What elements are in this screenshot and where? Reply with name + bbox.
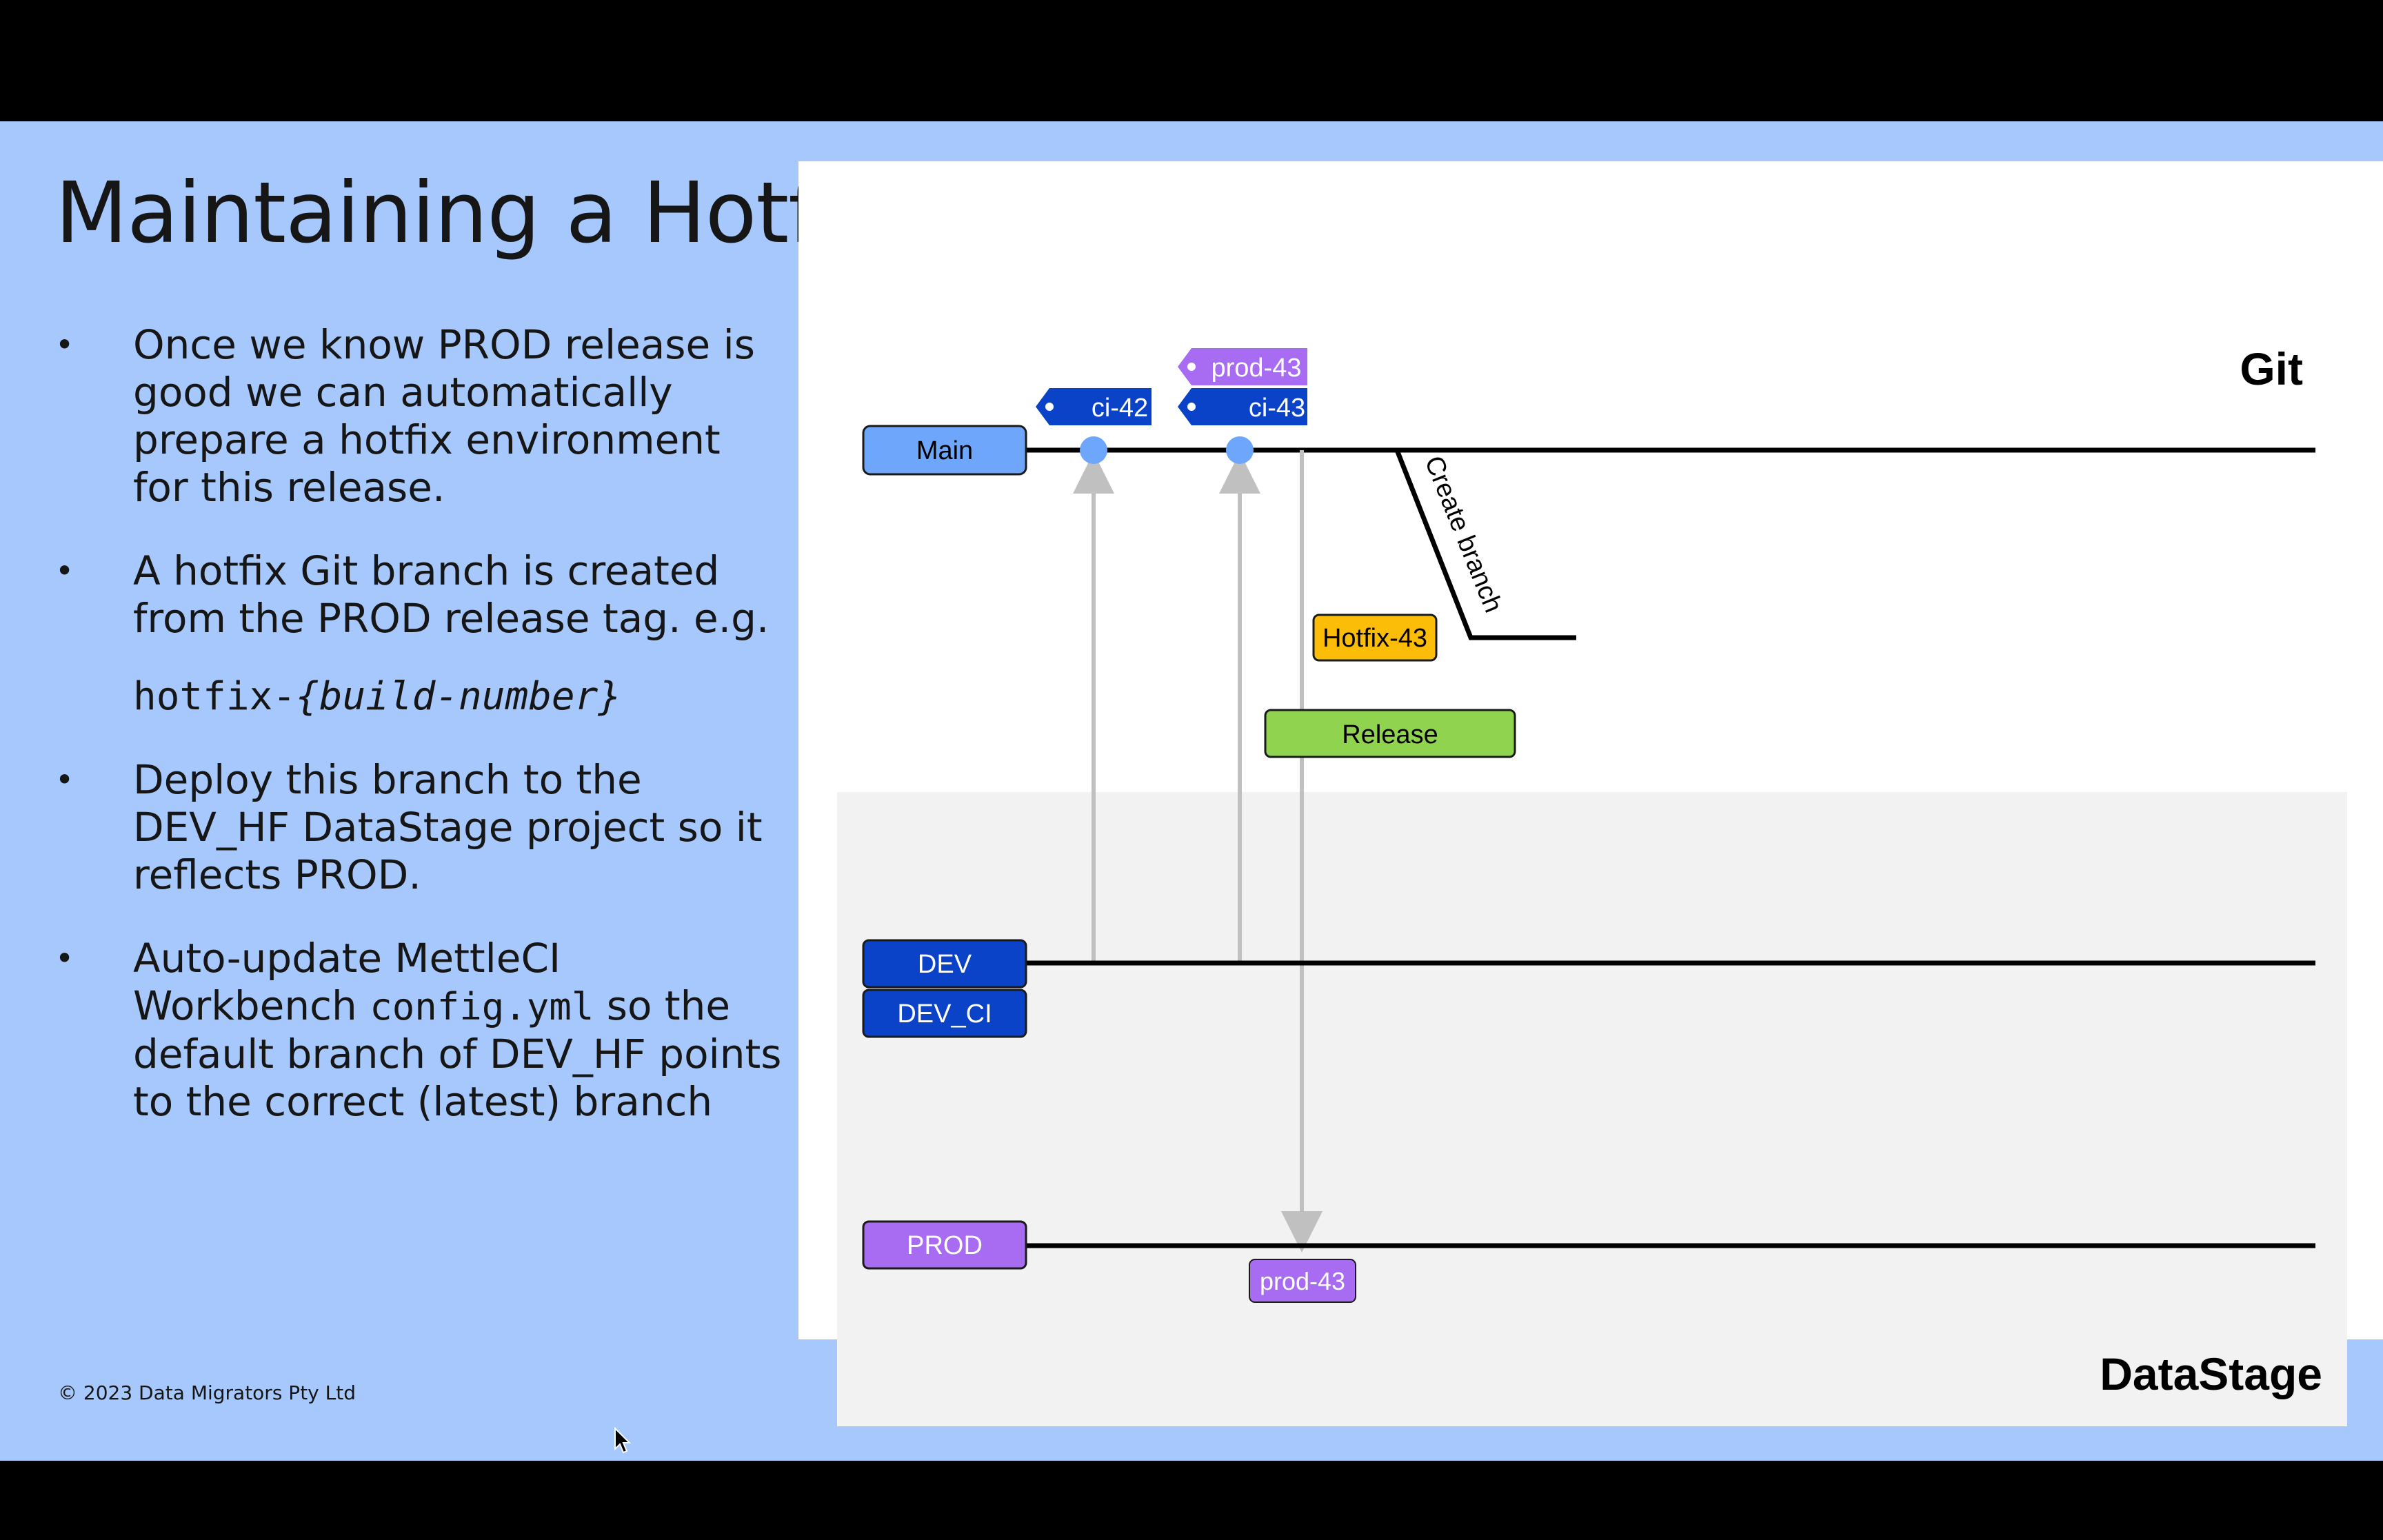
bullet-code: config.yml <box>370 985 594 1029</box>
tag-ci42 <box>1036 388 1152 425</box>
main-branch-label: Main <box>916 436 973 465</box>
tag-hole-icon <box>1187 363 1196 371</box>
release-box <box>1264 709 1516 758</box>
code-italic: {build-number} <box>296 674 622 719</box>
datastage-area <box>837 792 2347 1426</box>
tag-hole-icon <box>1045 403 1054 411</box>
bullet-list: • Once we know PROD release is good we c… <box>55 321 786 1162</box>
tag-prod43-top-label: prod-43 <box>1211 354 1302 383</box>
commit-dot <box>1080 436 1107 464</box>
main-branch-box <box>862 425 1027 476</box>
mouse-cursor-icon <box>614 1427 632 1454</box>
bullet-text: A hotfix Git branch is created from the … <box>133 547 770 642</box>
bullet-dot: • <box>55 940 74 977</box>
bullet-dot: • <box>55 552 74 589</box>
prod-env-box <box>862 1220 1027 1270</box>
bullet-text-a: Auto-update MettleCI Workbench <box>133 935 561 1029</box>
bullet-text: Deploy this branch to the DEV_HF DataSta… <box>133 756 763 898</box>
dev-ci-env-label: DEV_CI <box>897 1000 992 1029</box>
bullet-item: • Once we know PROD release is good we c… <box>55 321 786 511</box>
tag-prod43-bottom <box>1249 1259 1356 1303</box>
hotfix-branch-label: Hotfix-43 <box>1323 624 1427 653</box>
code-example: hotfix-{build-number} <box>55 673 786 720</box>
copyright: © 2023 Data Migrators Pty Ltd <box>58 1381 356 1404</box>
bullet-dot: • <box>55 761 74 798</box>
datastage-label: DataStage <box>2100 1348 2322 1399</box>
bullet-text: Once we know PROD release is good we can… <box>133 321 755 511</box>
dev-env-box <box>862 939 1027 989</box>
bullet-dot: • <box>55 326 74 363</box>
code-prefix: hotfix- <box>133 674 296 719</box>
tag-ci43 <box>1178 388 1307 425</box>
prod-env-label: PROD <box>907 1231 983 1260</box>
git-label: Git <box>2240 343 2303 394</box>
dev-env-label: DEV <box>918 950 972 979</box>
tag-ci42-label: ci-42 <box>1092 394 1148 423</box>
dev-ci-env-box <box>862 989 1027 1038</box>
tag-prod43-bottom-label: prod-43 <box>1260 1267 1345 1295</box>
commit-dot <box>1226 436 1254 464</box>
tag-hole-icon <box>1187 403 1196 411</box>
tag-ci43-label: ci-43 <box>1249 394 1305 423</box>
release-label: Release <box>1342 720 1438 749</box>
bullet-text-b: so the default branch of DEV_HF points t… <box>133 982 782 1125</box>
tag-prod43-top <box>1178 348 1307 385</box>
hotfix-branch-box <box>1312 614 1438 662</box>
bullet-item: • Deploy this branch to the DEV_HF DataS… <box>55 756 786 899</box>
create-branch-line <box>1394 449 1576 640</box>
bullet-item: • Auto-update MettleCI Workbench config.… <box>55 935 786 1126</box>
bullet-item: • A hotfix Git branch is created from th… <box>55 547 786 642</box>
